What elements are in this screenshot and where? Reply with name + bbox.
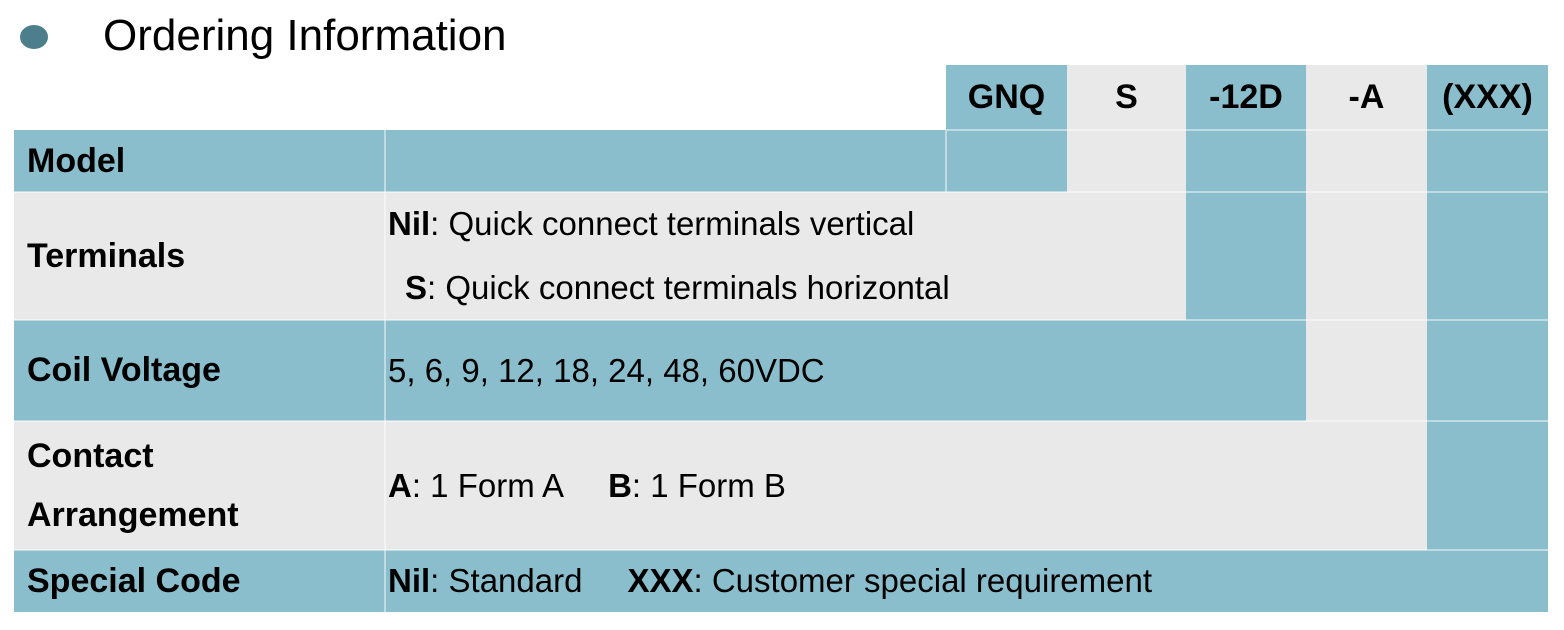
option-text: : Customer special requirement bbox=[693, 562, 1153, 599]
option-text: : 1 Form B bbox=[631, 466, 786, 504]
row-band-special-code bbox=[14, 550, 1548, 612]
row-label-terminals: Terminals bbox=[27, 236, 186, 275]
option-text: : Quick connect terminals vertical bbox=[430, 205, 915, 242]
row-label-line: Contact bbox=[27, 436, 154, 475]
option-text: : Standard bbox=[430, 562, 583, 599]
separator-header-bottom bbox=[946, 129, 1548, 131]
terminals-option-s: S: Quick connect terminals horizontal bbox=[388, 256, 950, 320]
row-label-coil-voltage: Coil Voltage bbox=[27, 351, 221, 389]
option-code: Nil bbox=[388, 562, 431, 599]
separator-label-column bbox=[384, 130, 386, 612]
option-code: XXX bbox=[627, 562, 694, 599]
special-code-description: Nil: Standard XXX: Customer special requ… bbox=[388, 550, 1152, 612]
row-band-coil-voltage bbox=[14, 320, 1306, 421]
contact-option-b: B: 1 Form B bbox=[608, 467, 786, 505]
code-cell-label: (XXX) bbox=[1442, 78, 1533, 116]
option-code: B bbox=[608, 466, 632, 504]
page-title: Ordering Information bbox=[103, 11, 507, 60]
option-text: : Quick connect terminals horizontal bbox=[427, 269, 950, 306]
terminals-description: Nil: Quick connect terminals vertical S:… bbox=[388, 192, 950, 320]
section-bullet-icon bbox=[20, 25, 48, 49]
row-label-special-code: Special Code bbox=[27, 561, 241, 600]
code-cell-gnq: GNQ bbox=[946, 65, 1067, 130]
separator-row-coil-voltage bbox=[14, 420, 1548, 422]
row-band-terminals bbox=[14, 192, 1186, 320]
row-label-contact-arrangement: Contact Arrangement bbox=[27, 421, 239, 550]
code-cell-label: -12D bbox=[1209, 78, 1283, 116]
coil-voltage-value: 5, 6, 9, 12, 18, 24, 48, 60VDC bbox=[388, 351, 825, 389]
special-option-xxx: XXX: Customer special requirement bbox=[627, 562, 1152, 600]
row-label-line: Arrangement bbox=[27, 495, 239, 534]
code-cell-label: -A bbox=[1348, 78, 1385, 116]
row-band-model bbox=[14, 130, 1067, 192]
option-code: A bbox=[388, 466, 412, 504]
special-option-nil: Nil: Standard bbox=[388, 562, 582, 600]
code-column-tail-xxx bbox=[1427, 130, 1548, 612]
code-cell-xxx: (XXX) bbox=[1427, 65, 1548, 130]
option-code: Nil bbox=[388, 205, 431, 242]
contact-arrangement-description: A: 1 Form A B: 1 Form B bbox=[388, 421, 786, 550]
terminals-option-nil: Nil: Quick connect terminals vertical bbox=[388, 192, 914, 256]
separator-row-model bbox=[14, 191, 1548, 193]
code-cell-a: -A bbox=[1306, 65, 1427, 130]
code-cell-label: GNQ bbox=[967, 78, 1046, 116]
contact-option-a: A: 1 Form A bbox=[388, 467, 564, 505]
code-cell-label: S bbox=[1115, 78, 1138, 116]
separator-row-contact bbox=[14, 549, 1548, 551]
row-band-contact-arrangement bbox=[14, 421, 1427, 550]
separator-gnq-column bbox=[945, 130, 947, 192]
code-cell-s: S bbox=[1067, 65, 1186, 130]
option-code: S bbox=[405, 269, 428, 306]
separator-row-terminals bbox=[14, 319, 1548, 321]
option-text: : 1 Form A bbox=[411, 466, 565, 504]
row-label-model: Model bbox=[27, 141, 126, 180]
code-cell-12d: -12D bbox=[1186, 65, 1306, 130]
